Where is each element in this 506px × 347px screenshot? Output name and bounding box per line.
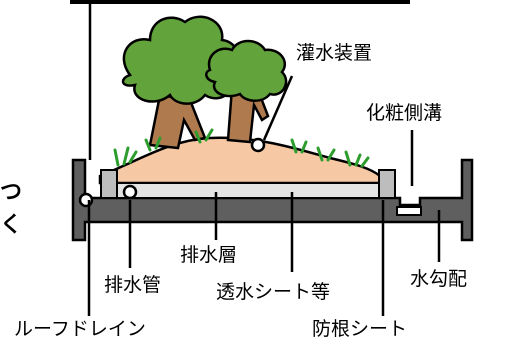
label-drain-pipe: 排水管: [104, 274, 162, 296]
root-barrier-left: [100, 169, 118, 199]
cropped-top-text: [70, 0, 410, 4]
side-gutter: [396, 206, 422, 216]
leader-lines: [87, 0, 441, 316]
cropped-left-fragment: く: [0, 213, 23, 238]
grass: [113, 128, 370, 168]
root-barrier-right: [378, 169, 396, 199]
label-irrigation: 灌水装置: [296, 42, 373, 64]
label-root-barrier: 防根シート: [312, 318, 408, 340]
tree-left: [121, 15, 241, 150]
label-permeable-sheet: 透水シート等: [216, 281, 331, 303]
cropped-left-fragment: つ: [0, 180, 23, 205]
drainage-layer: [116, 182, 380, 199]
label-side-gutter: 化粧側溝: [366, 102, 443, 124]
label-drain-layer: 排水層: [180, 244, 238, 266]
soil-mound: [98, 136, 382, 185]
irrigation-head-icon: [250, 137, 266, 153]
label-slope: 水勾配: [410, 268, 468, 290]
tree-right: [205, 39, 288, 144]
drain-pipe-icon: [122, 184, 138, 200]
label-roof-drain: ルーフドレイン: [14, 318, 146, 340]
